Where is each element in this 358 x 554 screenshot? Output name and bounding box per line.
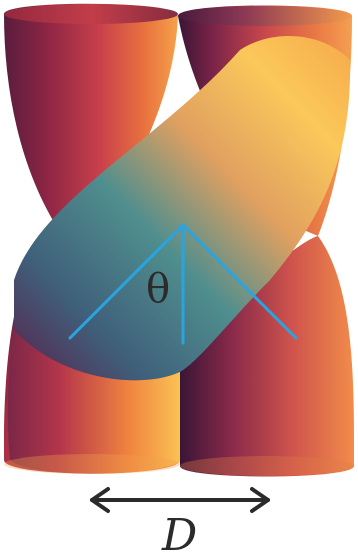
tube-left-top-opening — [4, 4, 178, 24]
angle-guide-left — [68, 223, 185, 340]
tube-left-front-fold — [7, 330, 181, 474]
spacing-arrow-right-head — [250, 487, 270, 513]
tube-right-lower — [180, 236, 354, 477]
tube-left-bottom-opening — [4, 454, 180, 474]
angle-guide — [68, 223, 298, 345]
spacing-arrow-left-head — [90, 487, 110, 513]
tube-left-upper — [4, 3, 178, 233]
spacing-arrow — [90, 487, 270, 513]
twist-band — [14, 36, 351, 384]
tube-right-top-opening — [178, 6, 352, 26]
spacing-label: D — [161, 510, 197, 554]
tube-right-bottom-opening — [180, 456, 354, 476]
angle-label: θ — [146, 266, 170, 312]
angle-guide-right — [181, 223, 298, 340]
